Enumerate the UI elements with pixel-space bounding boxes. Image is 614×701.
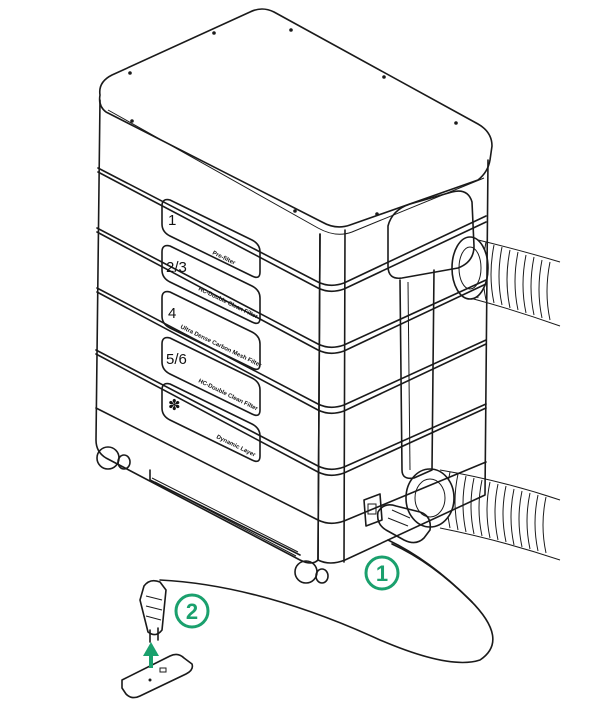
upper-hose: [451, 236, 561, 330]
insert-arrow: [143, 642, 159, 668]
plug-icon: [139, 579, 167, 643]
filter-number: 5/6: [166, 351, 187, 368]
filter-label-5: ✽ Dynamic Layer: [161, 382, 261, 463]
wall-outlet: [121, 653, 194, 699]
filter-number: 4: [168, 305, 176, 322]
filter-number: 1: [168, 212, 176, 229]
step-marker-2: 2: [174, 593, 210, 629]
wheels: [96, 446, 329, 584]
filter-number: ✽: [168, 397, 181, 414]
filter-name: HC-Double Clean Filter: [197, 286, 259, 320]
power-inlet: [363, 493, 383, 527]
step-marker-1: 1: [364, 555, 400, 591]
power-cord: [159, 539, 494, 664]
step-2-label: 2: [186, 599, 198, 624]
step-1-label: 1: [376, 561, 388, 586]
air-duct: [387, 190, 475, 480]
filter-name: Dynamic Layer: [215, 434, 257, 458]
filter-number: 2/3: [166, 259, 187, 276]
purifier-body: [95, 8, 493, 564]
hand-icon: [376, 504, 432, 544]
lower-hose: [405, 468, 561, 561]
